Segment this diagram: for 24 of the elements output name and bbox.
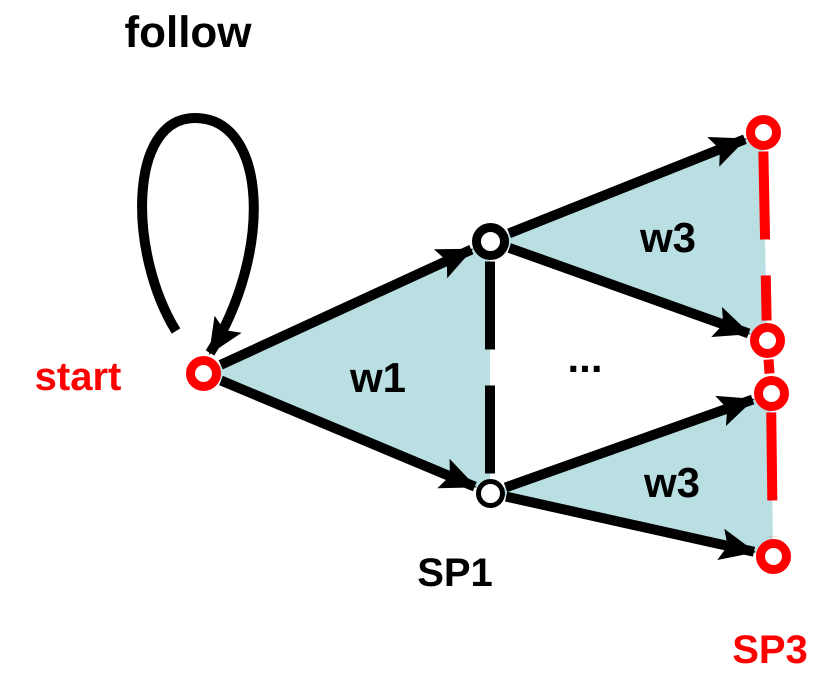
- region-label: w3: [640, 217, 696, 259]
- dashed-line: [758, 151, 772, 321]
- arrow: [219, 376, 477, 492]
- loop-arrow: [137, 113, 258, 356]
- node-label: SP1: [417, 553, 493, 593]
- node-circle: [472, 222, 508, 260]
- node-circle: [746, 114, 780, 150]
- arrow: [508, 243, 751, 338]
- arrow: [505, 492, 756, 560]
- node-label: start: [34, 357, 122, 397]
- arrow: [504, 394, 755, 492]
- node-circle: [476, 478, 504, 508]
- arrow: [218, 245, 474, 370]
- arrow: [507, 134, 747, 238]
- region-label: w3: [644, 462, 700, 504]
- node-circle: [186, 356, 220, 390]
- region-label: ...: [568, 337, 602, 379]
- node-circle: [754, 376, 788, 410]
- node-circle: [750, 322, 784, 358]
- connector-line: [763, 359, 775, 374]
- node-circle: [756, 538, 790, 574]
- dashed-line: [485, 262, 495, 476]
- region-label: w1: [350, 357, 406, 399]
- node-label: SP3: [732, 630, 808, 670]
